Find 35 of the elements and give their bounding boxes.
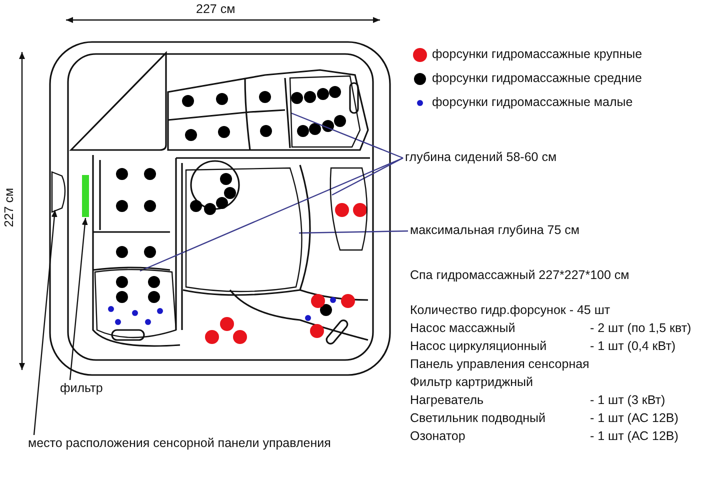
leader-line (290, 112, 404, 159)
callout-text: максимальная глубина 75 см (410, 223, 580, 238)
leader-arrow (69, 218, 88, 380)
spec-value: - 1 шт (3 кВт) (590, 393, 666, 408)
spec-text: Фильтр картриджный (410, 375, 534, 390)
spec-name: Светильник подводный (410, 411, 546, 426)
leader-line (298, 230, 408, 234)
dimension-label: 227 см (2, 188, 18, 228)
legend-text: форсунки гидромассажные крупные (432, 47, 642, 62)
spec-text: Панель управления сенсорная (410, 357, 590, 372)
seat-area (94, 268, 177, 338)
spec-value: - 1 шт (0,4 кВт) (590, 339, 676, 354)
spec-name: Озонатор (410, 429, 466, 444)
spec-name: Насос массажный (410, 321, 516, 336)
spec-text: Спа гидромассажный 227*227*100 см (410, 268, 630, 283)
legend-text: форсунки гидромассажные средние (432, 71, 642, 86)
leader-line (140, 157, 404, 272)
seat-area (330, 167, 368, 251)
spec-name: Насос циркуляционный (410, 339, 547, 354)
filter-bar (82, 175, 89, 217)
seat-area (289, 75, 361, 148)
callout-text: фильтр (60, 381, 103, 396)
spec-value: - 2 шт (по 1,5 квт) (590, 321, 692, 336)
control-panel-notch (51, 171, 66, 213)
spec-name: Нагреватель (410, 393, 484, 408)
seat-area (185, 167, 302, 292)
callout-text: глубина сидений 58-60 см (405, 150, 557, 165)
callout-text: место расположения сенсорной панели управления (28, 436, 331, 451)
legend-text: форсунки гидромассажные малые (432, 95, 633, 110)
leader-line (332, 157, 404, 196)
spec-text: Количество гидр.форсунок - 45 шт (410, 303, 610, 318)
spec-value: - 1 шт (АС 12В) (590, 429, 678, 444)
dimension-label: 227 см (196, 2, 236, 17)
spec-value: - 1 шт (АС 12В) (590, 411, 678, 426)
leader-arrow (33, 210, 58, 436)
